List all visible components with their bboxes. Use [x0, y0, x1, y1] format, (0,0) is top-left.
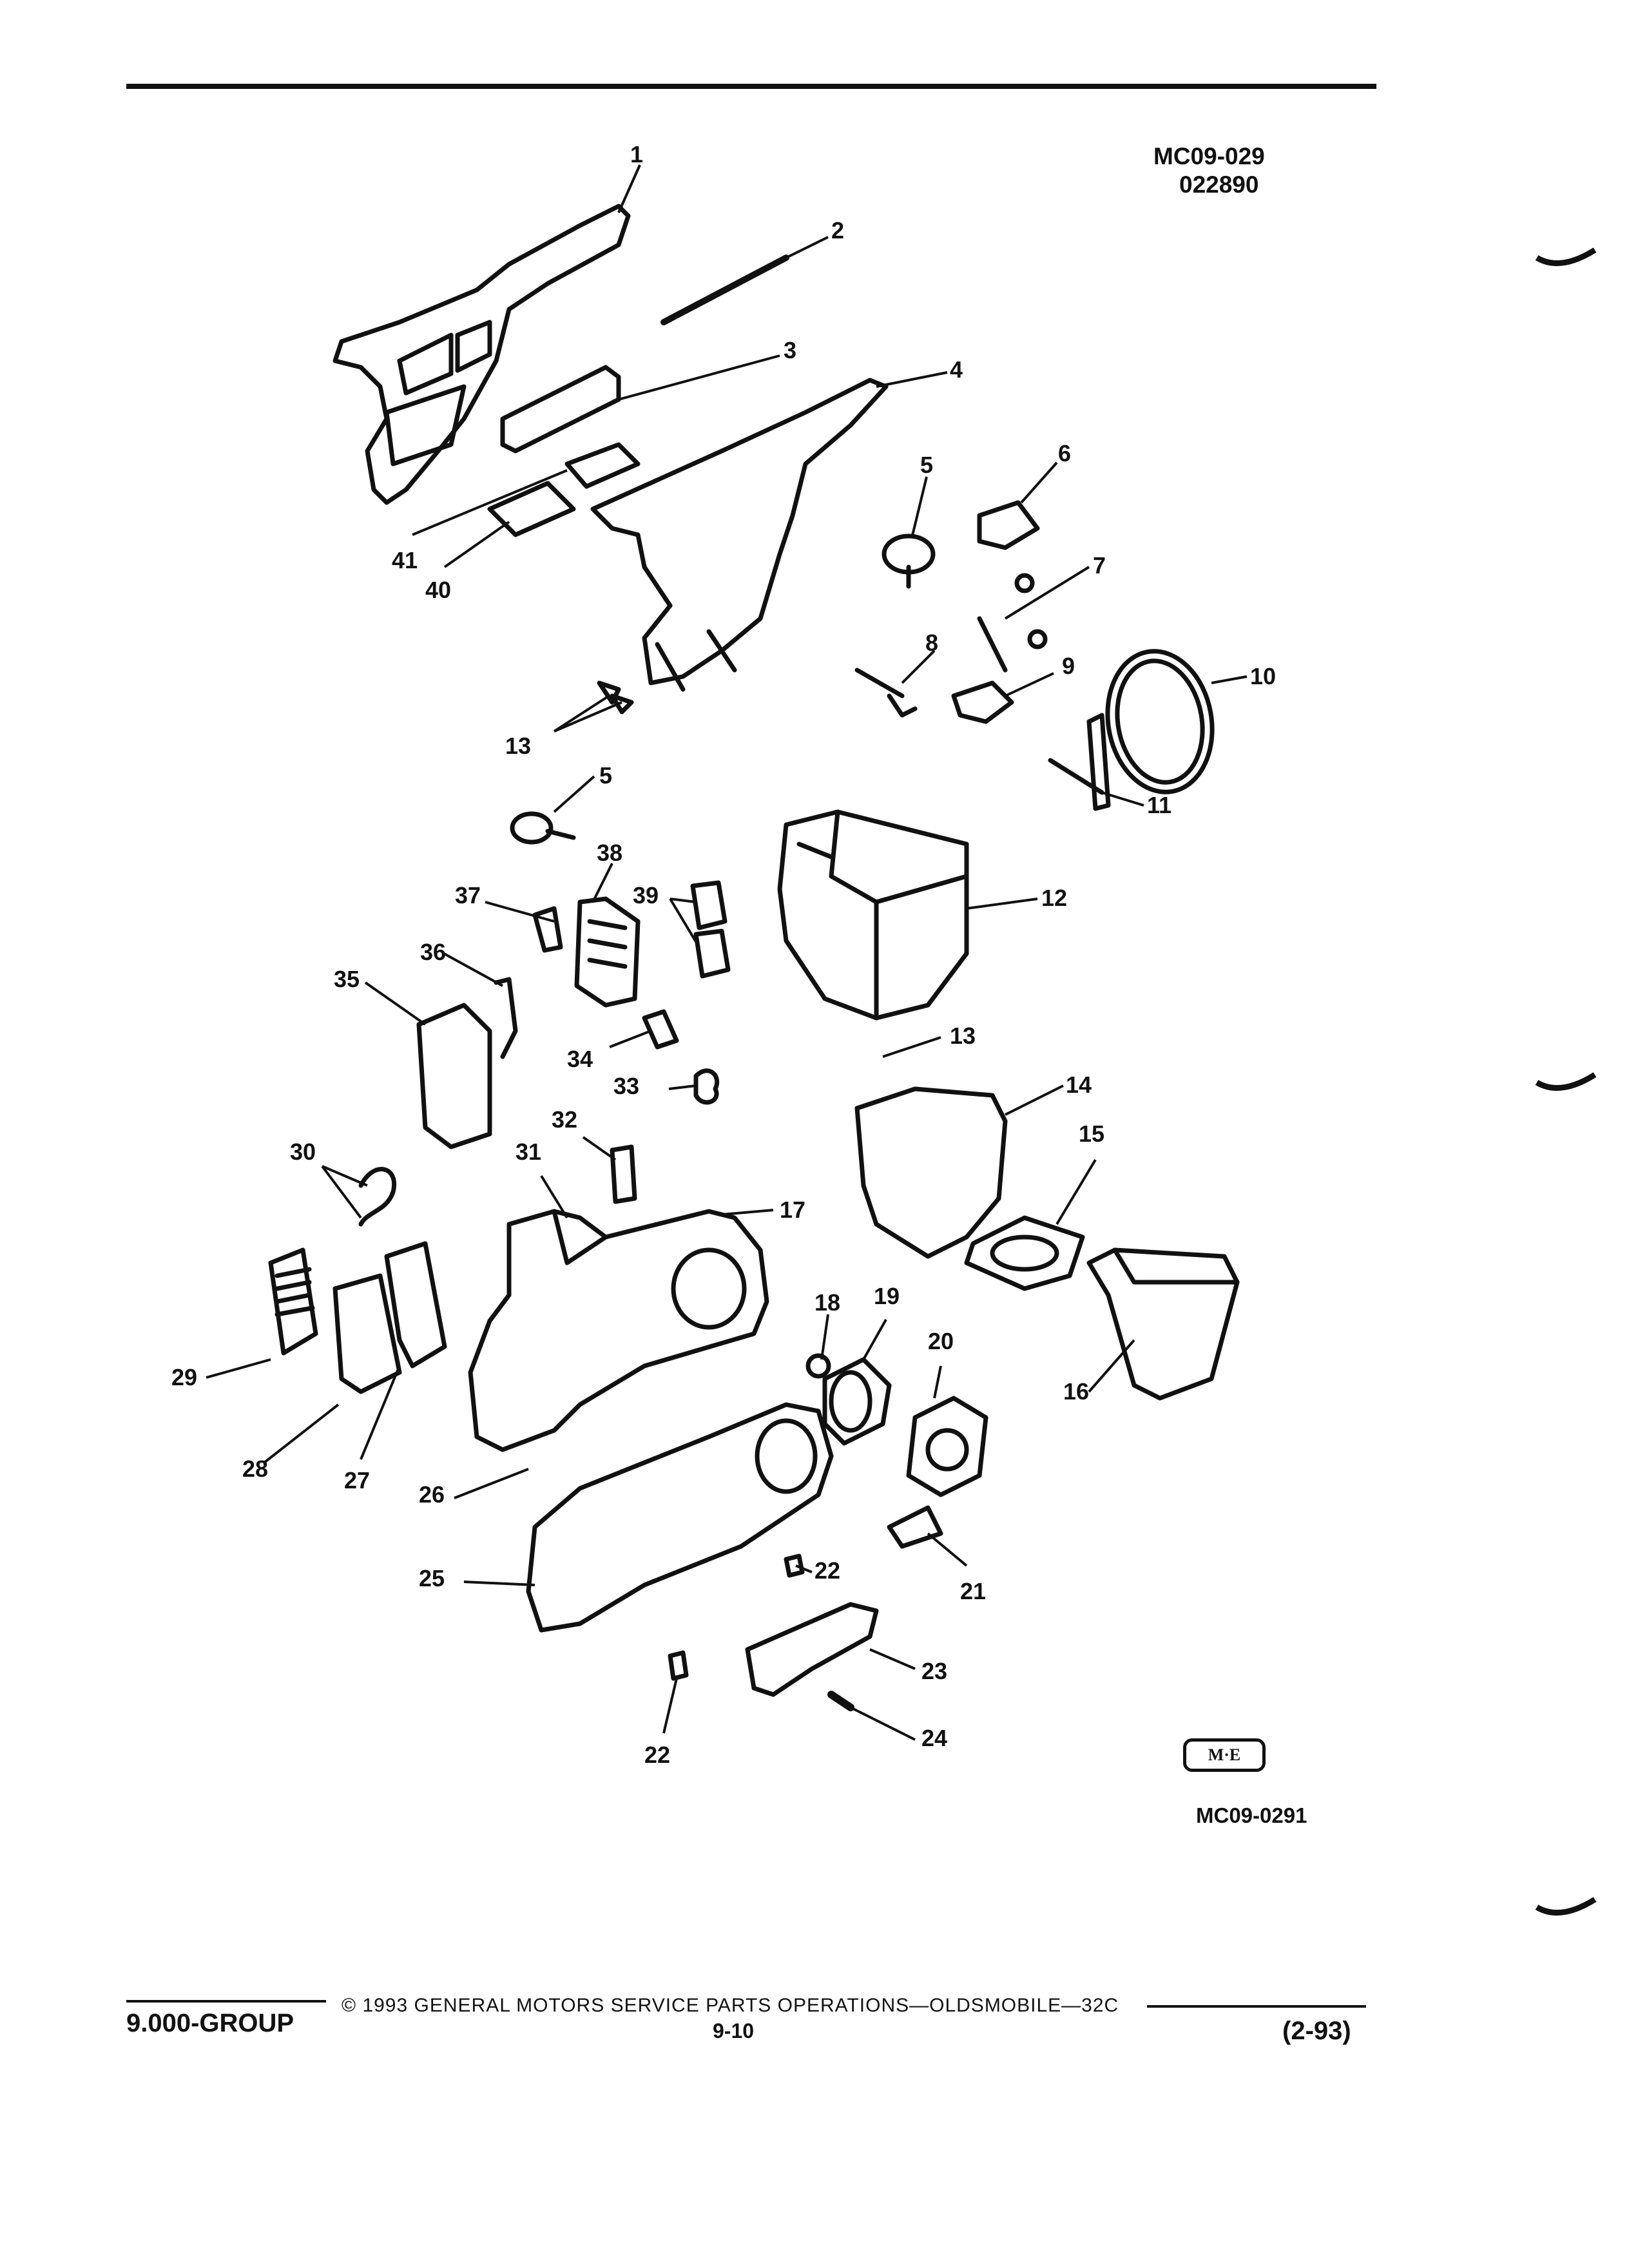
- part-25-lower-housing: [526, 1402, 834, 1633]
- callout-12: 12: [1041, 885, 1068, 911]
- footer-rule-left: [126, 2000, 326, 2003]
- part-22-clip: [668, 1553, 805, 1681]
- part-37-bracket: [532, 906, 563, 953]
- part-36-lever: [494, 977, 518, 1059]
- part-23-bracket: [745, 1602, 879, 1697]
- callout-23: 23: [921, 1658, 948, 1684]
- callout-6: 6: [1058, 440, 1072, 466]
- part-15-gasket: [964, 1215, 1085, 1291]
- callout-22b: 22: [644, 1742, 671, 1768]
- callout-40: 40: [425, 577, 452, 603]
- callout-30: 30: [290, 1139, 316, 1165]
- part-16-frame: [1086, 1247, 1240, 1401]
- callout-8: 8: [925, 629, 939, 656]
- callout-39: 39: [633, 882, 659, 908]
- callout-13: 13: [505, 733, 532, 759]
- footer-group: 9.000-GROUP: [126, 2009, 294, 2037]
- callout-10: 10: [1250, 663, 1277, 689]
- edge-mark: [1535, 1072, 1597, 1091]
- callout-17: 17: [780, 1196, 806, 1223]
- callout-5: 5: [920, 452, 934, 478]
- part-4-duct: [590, 378, 889, 686]
- part-5-actuator-lower: [510, 811, 554, 845]
- callout-7: 7: [1093, 552, 1106, 579]
- callout-4: 4: [950, 356, 963, 383]
- part-33-clip: [693, 1068, 720, 1105]
- part-28-seal: [333, 1273, 402, 1394]
- callout-27: 27: [344, 1467, 371, 1494]
- callout-37: 37: [455, 882, 481, 908]
- edge-mark: [1535, 1897, 1597, 1916]
- callout-29: 29: [171, 1364, 198, 1390]
- callout-20: 20: [928, 1328, 954, 1354]
- callout-38: 38: [597, 840, 623, 866]
- footer-page-number: 9-10: [713, 2019, 755, 2042]
- part-29-heater-core: [268, 1247, 318, 1356]
- part-12-housing: [777, 809, 969, 1021]
- callout-18: 18: [815, 1289, 841, 1316]
- part-9-actuator: [951, 680, 1014, 724]
- part-21-strap: [887, 1505, 943, 1549]
- part-40-pad: [487, 481, 576, 537]
- footer-copyright: © 1993 GENERAL MOTORS SERVICE PARTS OPER…: [342, 1995, 1119, 2016]
- callout-14: 14: [1066, 1072, 1092, 1098]
- callout-32: 32: [552, 1106, 578, 1133]
- callout-21: 21: [960, 1578, 987, 1604]
- part-2-rod: [660, 255, 789, 325]
- part-14-case: [854, 1086, 1008, 1259]
- part-35-module: [416, 1003, 492, 1149]
- part-10-seal: [1105, 649, 1215, 794]
- part-32-bracket: [610, 1144, 637, 1204]
- part-34-block: [642, 1009, 679, 1050]
- callout-28: 28: [242, 1456, 269, 1482]
- footer-rule-right: [1147, 2005, 1366, 2008]
- part-26-upper-housing: [468, 1209, 769, 1452]
- footer-revision: (2-93): [1282, 2017, 1351, 2045]
- callout-2: 2: [831, 217, 845, 244]
- callout-35: 35: [334, 966, 360, 992]
- callout-31: 31: [516, 1139, 542, 1165]
- callout-16: 16: [1063, 1378, 1090, 1405]
- top-rule: [126, 84, 1376, 89]
- callout-5b: 5: [599, 762, 613, 789]
- callout-33: 33: [613, 1073, 640, 1099]
- callout-34: 34: [567, 1046, 593, 1072]
- callout-15: 15: [1079, 1120, 1105, 1147]
- callout-13b: 13: [950, 1023, 976, 1049]
- callout-41: 41: [392, 547, 418, 573]
- callout-1: 1: [630, 141, 644, 168]
- part-41-pad: [564, 442, 641, 489]
- part-8-rod: [854, 668, 905, 698]
- image-code: MC09-0291: [1196, 1803, 1307, 1827]
- part-1-upper-case: [333, 204, 631, 505]
- part-18-nut: [805, 1353, 831, 1379]
- callout-19: 19: [874, 1283, 900, 1309]
- callout-25: 25: [419, 1565, 445, 1591]
- callout-11: 11: [1147, 792, 1172, 818]
- callout-9: 9: [1062, 653, 1075, 679]
- callout-24: 24: [921, 1725, 948, 1751]
- figure-code: MC09-029: [1153, 143, 1265, 169]
- part-11-bracket: [1048, 713, 1111, 811]
- part-30-hose: [358, 1167, 396, 1227]
- part-27-gasket: [384, 1241, 447, 1369]
- callout-36: 36: [420, 939, 447, 965]
- callout-3: 3: [784, 337, 797, 363]
- callout-22: 22: [815, 1557, 841, 1584]
- figure-date: 022890: [1179, 171, 1259, 198]
- part-24-bolt: [827, 1691, 854, 1711]
- logo: M·E: [1183, 1738, 1266, 1772]
- part-20-blower-motor: [906, 1396, 988, 1497]
- part-6-actuator: [977, 500, 1040, 550]
- part-39-pad: [690, 880, 731, 979]
- part-3-filter: [500, 365, 621, 454]
- part-38-block: [574, 896, 641, 1008]
- edge-mark: [1535, 247, 1597, 267]
- callout-26: 26: [419, 1481, 445, 1508]
- part-7-link: [977, 616, 1008, 673]
